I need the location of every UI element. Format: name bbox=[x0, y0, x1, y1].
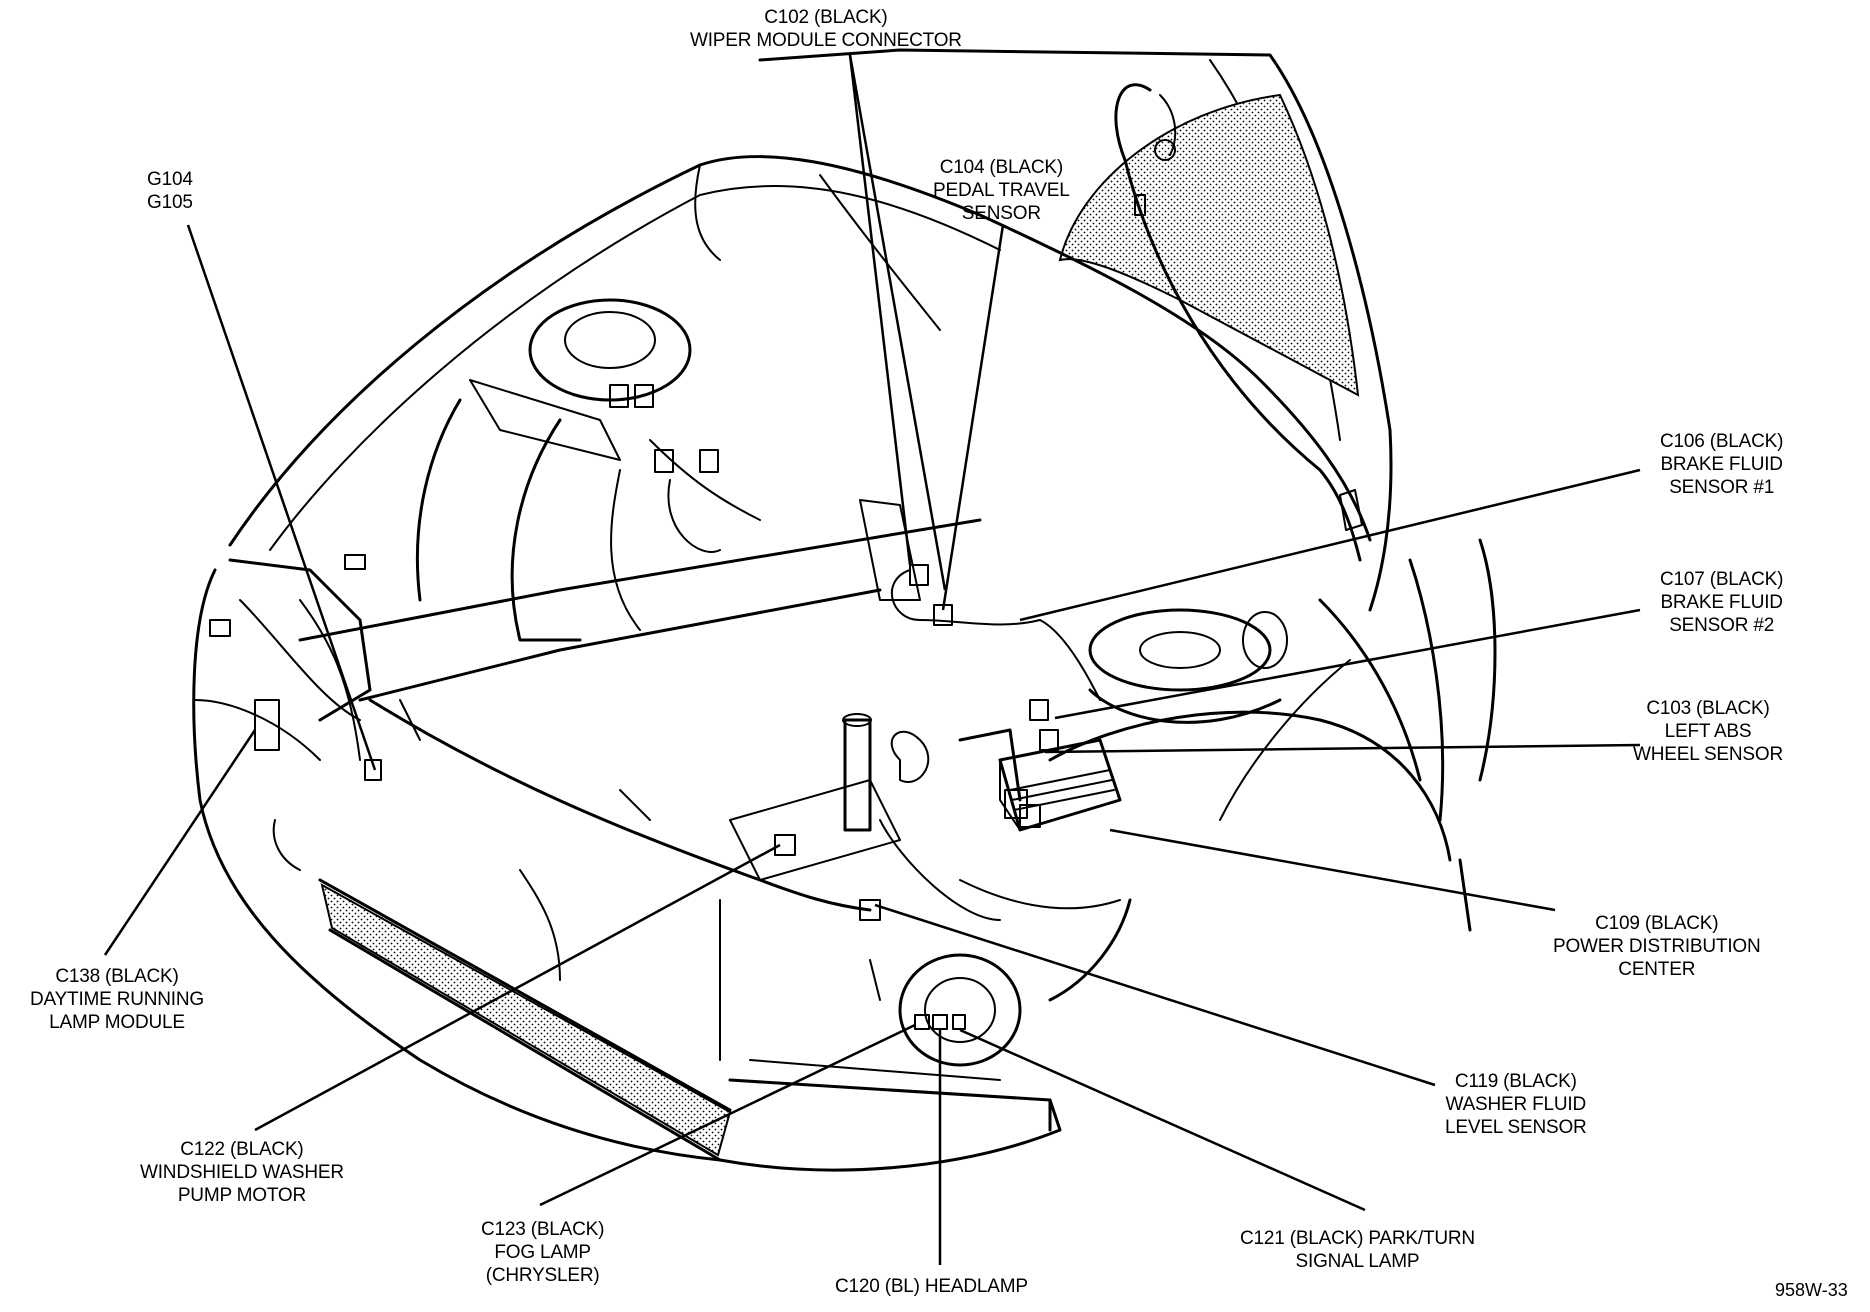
callout-c104-line-1: C104 (BLACK) bbox=[939, 157, 1063, 178]
callout-c120-line-1: C120 (BL) HEADLAMP bbox=[835, 1276, 1028, 1297]
callout-c123-line-3: (CHRYSLER) bbox=[485, 1265, 600, 1286]
leader-c107 bbox=[1054, 608, 1641, 720]
callout-g104: G104 G105 bbox=[147, 168, 193, 214]
callout-c122-line-3: PUMP MOTOR bbox=[177, 1185, 307, 1206]
callout-c102-line-1: C102 (BLACK) bbox=[764, 7, 888, 28]
washer-filler-neck bbox=[729, 713, 901, 881]
leader-c102-b bbox=[848, 54, 947, 591]
callout-c121-line-2: SIGNAL LAMP bbox=[1295, 1251, 1420, 1272]
callout-c123: C123 (BLACK) FOG LAMP (CHRYSLER) bbox=[481, 1218, 604, 1287]
callout-c106-line-3: SENSOR #1 bbox=[1669, 477, 1775, 498]
callout-c119-line-3: LEVEL SENSOR bbox=[1445, 1117, 1587, 1138]
callout-g104-line-2: G105 bbox=[147, 192, 193, 213]
leader-c106 bbox=[1019, 468, 1641, 622]
callout-c106: C106 (BLACK) BRAKE FLUID SENSOR #1 bbox=[1660, 430, 1783, 499]
front-bumper bbox=[718, 898, 1132, 1172]
callout-g104-line-1: G104 bbox=[147, 169, 193, 190]
leader-c138 bbox=[103, 729, 257, 956]
leader-c109 bbox=[1109, 828, 1556, 912]
callout-c106-line-1: C106 (BLACK) bbox=[1660, 431, 1784, 452]
callout-c107: C107 (BLACK) BRAKE FLUID SENSOR #2 bbox=[1660, 568, 1783, 637]
callout-c103-line-1: C103 (BLACK) bbox=[1646, 698, 1770, 719]
leader-c123 bbox=[539, 1023, 916, 1207]
callout-c123-line-1: C123 (BLACK) bbox=[481, 1219, 605, 1240]
hood-outline bbox=[758, 48, 1393, 612]
callout-c121: C121 (BLACK) PARK/TURN SIGNAL LAMP bbox=[1240, 1227, 1475, 1273]
callout-c123-line-2: FOG LAMP bbox=[494, 1242, 591, 1263]
callout-c109-line-1: C109 (BLACK) bbox=[1595, 913, 1719, 934]
callout-c122-line-2: WINDSHIELD WASHER bbox=[140, 1162, 344, 1183]
leader-c122 bbox=[254, 843, 781, 1132]
callout-c119: C119 (BLACK) WASHER FLUID LEVEL SENSOR bbox=[1445, 1070, 1587, 1139]
callout-c119-line-2: WASHER FLUID bbox=[1445, 1094, 1587, 1115]
callout-c122: C122 (BLACK) WINDSHIELD WASHER PUMP MOTO… bbox=[140, 1138, 344, 1207]
callout-c109-line-3: CENTER bbox=[1618, 959, 1696, 980]
callout-c138-line-3: LAMP MODULE bbox=[49, 1012, 185, 1033]
left-strut-tower bbox=[415, 298, 692, 642]
callout-c107-line-2: BRAKE FLUID bbox=[1660, 592, 1783, 613]
callout-c122-line-1: C122 (BLACK) bbox=[180, 1139, 304, 1160]
callout-c138-line-1: C138 (BLACK) bbox=[55, 966, 179, 987]
callout-c107-line-3: SENSOR #2 bbox=[1669, 615, 1775, 636]
callout-c104: C104 (BLACK) PEDAL TRAVEL SENSOR bbox=[933, 156, 1070, 225]
leader-c103 bbox=[1044, 743, 1641, 754]
leader-c119 bbox=[874, 903, 1436, 1087]
headlamp-connector-bundle bbox=[869, 953, 1022, 1067]
right-fender bbox=[1048, 538, 1497, 932]
callout-c109-line-2: POWER DISTRIBUTION bbox=[1553, 936, 1761, 957]
leader-c102 bbox=[848, 54, 912, 566]
callout-c103: C103 (BLACK) LEFT ABS WHEEL SENSOR bbox=[1633, 697, 1783, 766]
leader-c104 bbox=[941, 224, 1005, 611]
callout-c138: C138 (BLACK) DAYTIME RUNNING LAMP MODULE bbox=[30, 965, 204, 1034]
leader-c121 bbox=[959, 1028, 1366, 1212]
connector-glyphs bbox=[209, 384, 1059, 921]
battery-pdc-area bbox=[890, 728, 1122, 832]
callout-c104-line-2: PEDAL TRAVEL bbox=[933, 180, 1070, 201]
callout-c119-line-1: C119 (BLACK) bbox=[1454, 1071, 1577, 1092]
callout-c102: C102 (BLACK) WIPER MODULE CONNECTOR bbox=[690, 6, 962, 52]
callout-c102-line-2: WIPER MODULE CONNECTOR bbox=[690, 30, 962, 51]
cowl-panel bbox=[228, 155, 1372, 551]
callout-c107-line-1: C107 (BLACK) bbox=[1660, 569, 1784, 590]
callout-c103-line-2: LEFT ABS bbox=[1664, 721, 1752, 742]
leader-lines bbox=[103, 54, 1641, 1265]
radiator-support bbox=[298, 499, 982, 912]
callout-c109: C109 (BLACK) POWER DISTRIBUTION CENTER bbox=[1553, 912, 1761, 981]
callout-c104-line-3: SENSOR bbox=[961, 203, 1041, 224]
callout-c138-line-2: DAYTIME RUNNING bbox=[30, 989, 204, 1010]
wiring-harness bbox=[239, 439, 1121, 981]
callout-c103-line-3: WHEEL SENSOR bbox=[1633, 744, 1783, 765]
callout-c106-line-2: BRAKE FLUID bbox=[1660, 454, 1783, 475]
left-front-body bbox=[192, 558, 732, 1162]
callout-c121-line-1: C121 (BLACK) PARK/TURN bbox=[1240, 1228, 1475, 1249]
figure-id: 958W-33 bbox=[1775, 1280, 1848, 1300]
leader-g104 bbox=[186, 224, 377, 771]
callout-c120: C120 (BL) HEADLAMP bbox=[835, 1275, 1028, 1298]
